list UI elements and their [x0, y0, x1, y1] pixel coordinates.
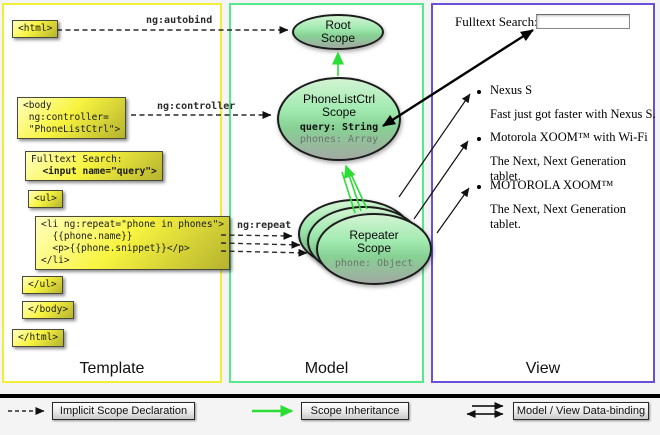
phonelistctrl-scope-ellipse: PhoneListCtrl Scope query: String phones… [277, 77, 401, 161]
view-item-name: Nexus S [490, 83, 533, 97]
legend-scope-inheritance: Scope Inheritance [301, 402, 409, 420]
code-box-html-close: </html> [12, 329, 65, 347]
view-search-input[interactable] [536, 14, 630, 29]
repeater-scope-title: Repeater Scope [349, 227, 399, 255]
template-column-label: Template [79, 360, 145, 377]
repeater-scope-ellipse-front: Repeater Scope phone: Object [316, 213, 432, 285]
view-item-desc: The Next, Next Generation tablet. [490, 154, 627, 183]
fulltext-input-line: <input name="query"> [31, 166, 157, 177]
bullet-dot [477, 137, 481, 141]
repeater-scope-props: phone: Object [335, 258, 413, 270]
phonelistctrl-scope-title: PhoneListCtrl Scope [302, 91, 376, 119]
code-box-li-repeat: <li ng:repeat="phone in phones"> {{phone… [35, 216, 231, 270]
model-column-label: Model [304, 360, 349, 377]
view-item-name: MOTOROLA XOOM™ [490, 178, 614, 192]
root-scope-title: Root Scope [320, 18, 356, 45]
model-column: Model [229, 3, 424, 383]
root-scope-ellipse: Root Scope [292, 14, 384, 50]
legend-databinding-arrows [466, 402, 504, 418]
view-item-name: Motorola XOOM™ with Wi-Fi [490, 130, 648, 144]
controller-arrow-label: ng:controller [157, 101, 236, 112]
code-box-ul-close: </ul> [22, 276, 63, 294]
code-box-body-open: <body ng:controller= "PhoneListCtrl"> [17, 97, 127, 139]
legend-implicit-scope-declaration: Implicit Scope Declaration [52, 402, 195, 420]
phonelistctrl-scope-props: query: String phones: Array [300, 122, 378, 146]
code-box-html-open: <html> [12, 20, 59, 38]
view-item-desc: The Next, Next Generation tablet. [490, 202, 627, 231]
code-box-fulltext: Fulltext Search: <input name="query"> [25, 151, 163, 181]
prop-phones: phones: Array [299, 133, 379, 145]
code-box-body-close: </body> [22, 301, 75, 319]
bullet-dot [477, 185, 481, 189]
prop-phone: phone: Object [334, 257, 414, 269]
view-column-label: View [525, 360, 561, 377]
prop-query: query: String [299, 121, 379, 133]
view-column: View [431, 3, 655, 383]
code-box-ul-open: <ul> [28, 190, 63, 208]
view-item-desc: Fast just got faster with Nexus S. [490, 107, 656, 121]
legend-model-view-databinding: Model / View Data-binding [513, 402, 649, 420]
bullet-dot [477, 90, 481, 94]
view-search-label: Fulltext Search: [455, 14, 538, 29]
fulltext-label-line: Fulltext Search: [31, 154, 123, 165]
autobind-arrow-label: ng:autobind [146, 15, 213, 26]
repeat-arrow-label: ng:repeat [237, 220, 292, 231]
